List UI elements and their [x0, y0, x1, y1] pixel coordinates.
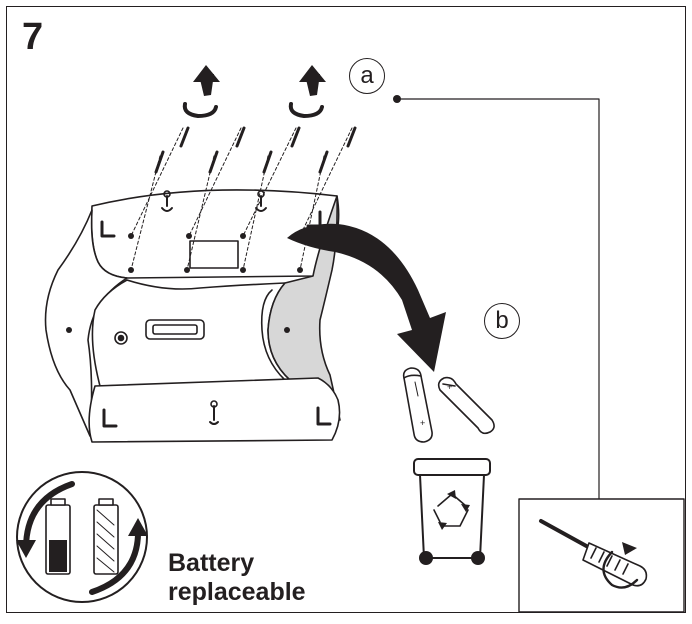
callout-a-leader-line: [393, 95, 600, 500]
callout-a: a: [349, 58, 385, 94]
svg-text:+: +: [420, 418, 425, 428]
recycle-bin-icon: [413, 458, 491, 565]
battery-caption-line1: Battery: [168, 549, 255, 577]
rotate-arrow-icon: [182, 65, 220, 118]
screw-icon: [240, 150, 273, 273]
curved-arrow-icon: [287, 223, 446, 372]
battery-replaceable-icon: [16, 471, 148, 603]
step-number: 7: [22, 16, 44, 58]
callout-b: b: [484, 303, 520, 339]
thermostat-back-housing: [44, 189, 341, 443]
svg-text:+: +: [447, 382, 452, 392]
battery-icon: +: [402, 367, 433, 443]
screw-icon: [240, 126, 301, 239]
screw-icon: [297, 150, 329, 273]
screw-icon: [186, 126, 246, 239]
screws-group: [128, 126, 357, 273]
screw-icon: [128, 126, 190, 239]
screwdriver-icon: [518, 498, 685, 613]
battery-caption-line2: replaceable: [168, 578, 306, 606]
rotate-arrow-icon: [288, 65, 326, 118]
screw-icon: [184, 150, 219, 273]
battery-icon: +: [437, 376, 495, 435]
battery-replaceable-caption: Battery replaceable: [168, 549, 306, 607]
instruction-panel-frame: [6, 6, 686, 613]
screw-icon: [128, 150, 165, 273]
